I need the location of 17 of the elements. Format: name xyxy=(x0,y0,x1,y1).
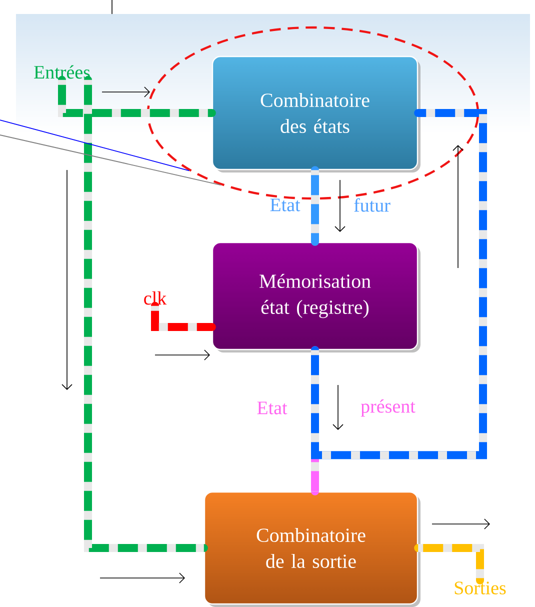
pipe xyxy=(311,166,319,246)
register-box: Mémorisation état (registre) xyxy=(212,242,420,352)
pipe xyxy=(58,76,216,117)
highlight-ellipse xyxy=(146,26,480,200)
pipe xyxy=(311,109,487,460)
signal-label: Etat xyxy=(257,402,288,414)
pipe xyxy=(151,302,216,331)
output-logic-box: Combinatoire de la sortie xyxy=(204,491,420,607)
pipe xyxy=(84,76,208,552)
signal-label: Etat xyxy=(270,198,300,212)
leader-line xyxy=(0,120,190,172)
state-logic-box: Combinatoire des états xyxy=(212,56,420,172)
pipe xyxy=(414,544,484,584)
output-label: Sorties xyxy=(454,582,506,594)
signal-label: futur xyxy=(354,198,390,212)
leader-line xyxy=(0,134,222,186)
signal-label: présent xyxy=(360,399,416,417)
